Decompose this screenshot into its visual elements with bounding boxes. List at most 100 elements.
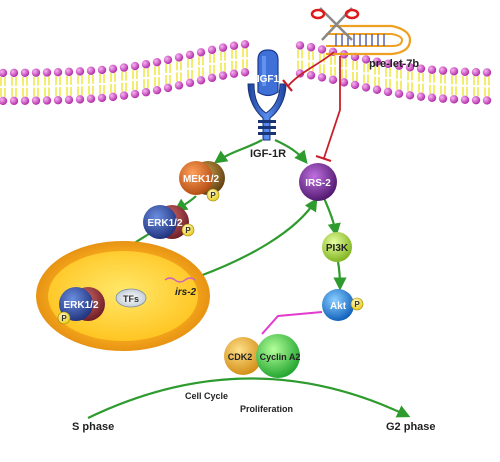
membrane-lipid-head — [317, 45, 327, 54]
membrane-lipid-head — [53, 68, 63, 77]
phospho-badge-akt: P — [350, 297, 364, 311]
igf1-label: IGF1 — [257, 74, 280, 85]
membrane-lipid-head — [108, 64, 118, 74]
membrane-lipid-head — [152, 57, 162, 67]
svg-text:P: P — [61, 314, 67, 323]
membrane-lipid-head — [152, 85, 162, 95]
membrane-lipid-head — [416, 64, 426, 73]
membrane-lipid-head — [31, 68, 41, 77]
membrane-lipid-head — [482, 96, 492, 105]
membrane-lipid-head — [229, 41, 239, 50]
membrane-lipid-head — [196, 76, 206, 85]
irs2-gene-label: irs-2 — [175, 287, 197, 298]
membrane-lipid-head — [64, 67, 74, 77]
membrane-lipid-head — [361, 83, 371, 92]
membrane-lipid-head — [130, 89, 140, 99]
svg-text:P: P — [354, 300, 360, 309]
cell-cycle-arrow — [87, 377, 411, 419]
membrane-lipid-head — [207, 73, 217, 83]
membrane-lipid-head — [394, 61, 404, 70]
phospho-badge-erk-cytoplasm: P — [181, 223, 195, 237]
membrane-lipid-head — [9, 68, 19, 78]
erk12-cytoplasm-label: ERK1/2 — [147, 218, 182, 229]
pi3k-node: PI3K — [322, 232, 352, 262]
membrane-lipid-head — [361, 55, 371, 64]
membrane-lipid-head — [9, 96, 19, 106]
membrane-lipid-head — [75, 95, 85, 104]
membrane-lipid-head — [20, 68, 30, 77]
membrane-lipid-head — [295, 41, 305, 50]
membrane-lipid-head — [53, 96, 63, 105]
membrane-lipid-head — [240, 40, 250, 49]
cyclin-a2-label: Cyclin A2 — [260, 352, 301, 362]
membrane-lipid-head — [108, 92, 118, 102]
membrane-lipid-head — [416, 92, 426, 101]
membrane-lipid-head — [174, 81, 184, 90]
svg-text:P: P — [210, 191, 216, 200]
membrane-lipid-head — [75, 67, 85, 76]
membrane-lipid-head — [449, 95, 459, 104]
membrane-lipid-head — [119, 63, 129, 72]
membrane-lipid-head — [240, 68, 250, 77]
phospho-badge-mek: P — [206, 188, 220, 202]
membrane-lipid-head — [97, 93, 107, 103]
membrane-lipid-head — [471, 67, 481, 77]
membrane-lipid-head — [207, 45, 217, 55]
membrane-lipid-head — [460, 95, 470, 104]
irs2-gene: irs-2 — [164, 277, 197, 298]
arrow-igf1r-to-mek — [213, 139, 263, 164]
irs2-label: IRS-2 — [305, 178, 331, 189]
membrane-lipid-head — [482, 68, 492, 77]
membrane-lipid-head — [141, 60, 151, 69]
membrane-lipid-head — [306, 71, 316, 80]
mek12-node: MEK1/2 — [179, 161, 225, 195]
membrane-lipid-head — [449, 67, 459, 76]
membrane-lipid-head — [0, 68, 8, 78]
akt-cyclin-link — [261, 311, 323, 335]
membrane-lipid-head — [130, 61, 140, 71]
membrane-lipid-head — [372, 85, 382, 94]
membrane-lipid-head — [328, 75, 338, 85]
irs2-node: IRS-2 — [299, 163, 337, 201]
membrane-lipid-head — [42, 68, 52, 77]
membrane-lipid-head — [218, 71, 228, 80]
membrane-lipid-head — [339, 78, 349, 87]
membrane-lipid-head — [185, 78, 195, 88]
membrane-lipid-head — [317, 73, 327, 82]
membrane-lipid-head — [372, 57, 382, 66]
erk12-nucleus-node: ERK1/2 — [59, 287, 105, 321]
mek12-label: MEK1/2 — [183, 174, 220, 185]
pi3k-label: PI3K — [326, 243, 349, 254]
membrane-lipid-head — [31, 96, 41, 105]
proliferation-label: Proliferation — [240, 404, 293, 414]
arrow-pi3k-to-akt — [333, 261, 347, 291]
tfs-label: TFs — [123, 294, 139, 304]
pre-let-7b-hairpin — [326, 24, 412, 56]
phospho-badge-erk-nucleus: P — [57, 311, 71, 325]
membrane-lipid-head — [350, 80, 360, 90]
membrane-lipid-head — [42, 96, 52, 105]
membrane-lipid-head — [383, 87, 393, 97]
g2-phase-label: G2 phase — [386, 421, 436, 433]
membrane-lipid-head — [86, 94, 96, 103]
membrane-lipid-head — [97, 65, 107, 75]
membrane-lipid-head — [471, 95, 481, 105]
membrane-lipid-head — [427, 93, 437, 102]
erk12-nucleus-label: ERK1/2 — [63, 300, 98, 311]
membrane-lipid-head — [427, 65, 437, 74]
membrane-lipid-head — [295, 69, 305, 78]
cell-cycle-label: Cell Cycle — [185, 391, 228, 401]
akt-node: Akt — [322, 289, 354, 321]
membrane-lipid-head — [405, 63, 415, 72]
membrane-lipid-head — [383, 59, 393, 69]
membrane-lipid-head — [218, 43, 228, 52]
membrane-lipid-head — [405, 91, 415, 100]
membrane-lipid-head — [174, 53, 184, 62]
membrane-lipid-head — [438, 66, 448, 75]
membrane-lipid-head — [141, 88, 151, 97]
arrow-irs2-to-pi3k — [322, 197, 341, 237]
membrane-lipid-head — [438, 94, 448, 103]
arrow-igf1r-to-irs2 — [274, 139, 308, 165]
igf1-ligand: IGF1 — [257, 49, 280, 97]
membrane-lipid-head — [0, 96, 8, 106]
